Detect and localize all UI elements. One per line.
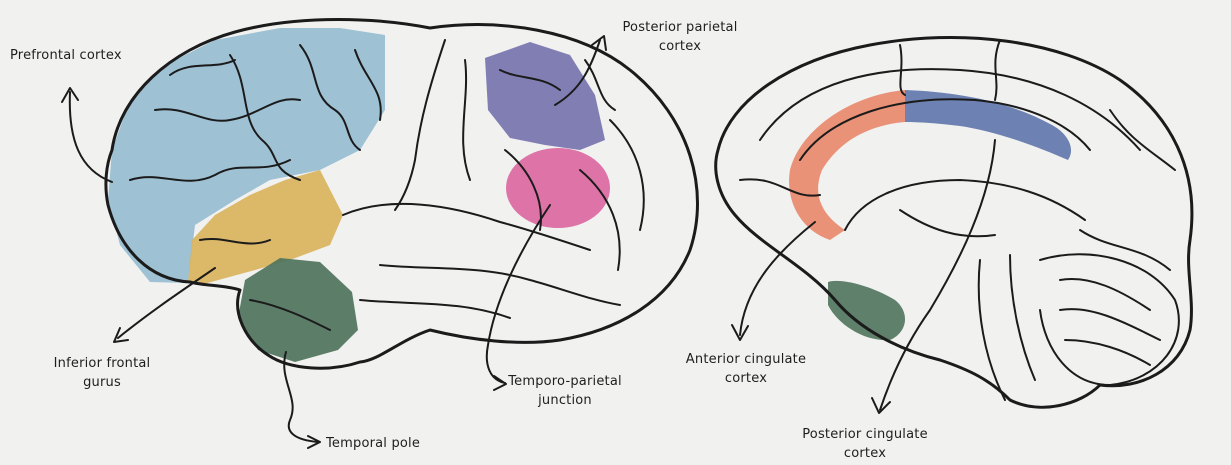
label-temporo-parietal-junction: Temporo-parietal junction [500,372,630,410]
cerebellum-outline [1040,254,1179,385]
label-inferior-frontal-line2: gurus [42,373,162,392]
central-sulcus [395,40,445,210]
cerebellum-fold-1 [1060,279,1150,310]
posterior-parietal-region [485,42,605,150]
label-prefrontal-cortex: Prefrontal cortex [10,46,122,65]
fold-m3 [995,40,1000,100]
label-inferior-frontal-gyrus: Inferior frontal gurus [42,354,162,392]
fold-12 [360,300,510,318]
subgenual-region [828,281,905,340]
cerebellum-fold-3 [1065,340,1150,365]
label-anterior-cingulate-cortex: Anterior cingulate cortex [676,350,816,388]
temporo-parietal-arrow [487,205,550,390]
label-posterior-cingulate-line1: Posterior cingulate [785,425,945,444]
fold-7 [463,60,470,180]
fold-m4 [1110,110,1175,170]
label-posterior-cingulate-cortex: Posterior cingulate cortex [785,425,945,463]
anterior-cingulate-arrow [732,222,815,340]
label-inferior-frontal-line1: Inferior frontal [42,354,162,373]
temporo-parietal-region [506,148,610,228]
label-anterior-cingulate-line1: Anterior cingulate [676,350,816,369]
brainstem [979,255,1035,400]
label-posterior-parietal-line2: cortex [610,37,750,56]
fold-m5 [1080,230,1170,270]
anterior-cingulate-region [789,90,905,240]
corpus-callosum-lower [845,180,1085,230]
prefrontal-arrow [62,88,112,182]
fold-m6 [900,210,995,236]
fold-9 [610,120,644,230]
label-posterior-parietal-cortex: Posterior parietal cortex [610,18,750,56]
cerebellum-fold-2 [1060,309,1160,340]
label-posterior-parietal-line1: Posterior parietal [610,18,750,37]
label-temporo-parietal-line1: Temporo-parietal [500,372,630,391]
label-anterior-cingulate-line2: cortex [676,369,816,388]
label-posterior-cingulate-line2: cortex [785,444,945,463]
label-temporo-parietal-line2: junction [500,391,630,410]
label-temporal-pole: Temporal pole [326,434,420,453]
